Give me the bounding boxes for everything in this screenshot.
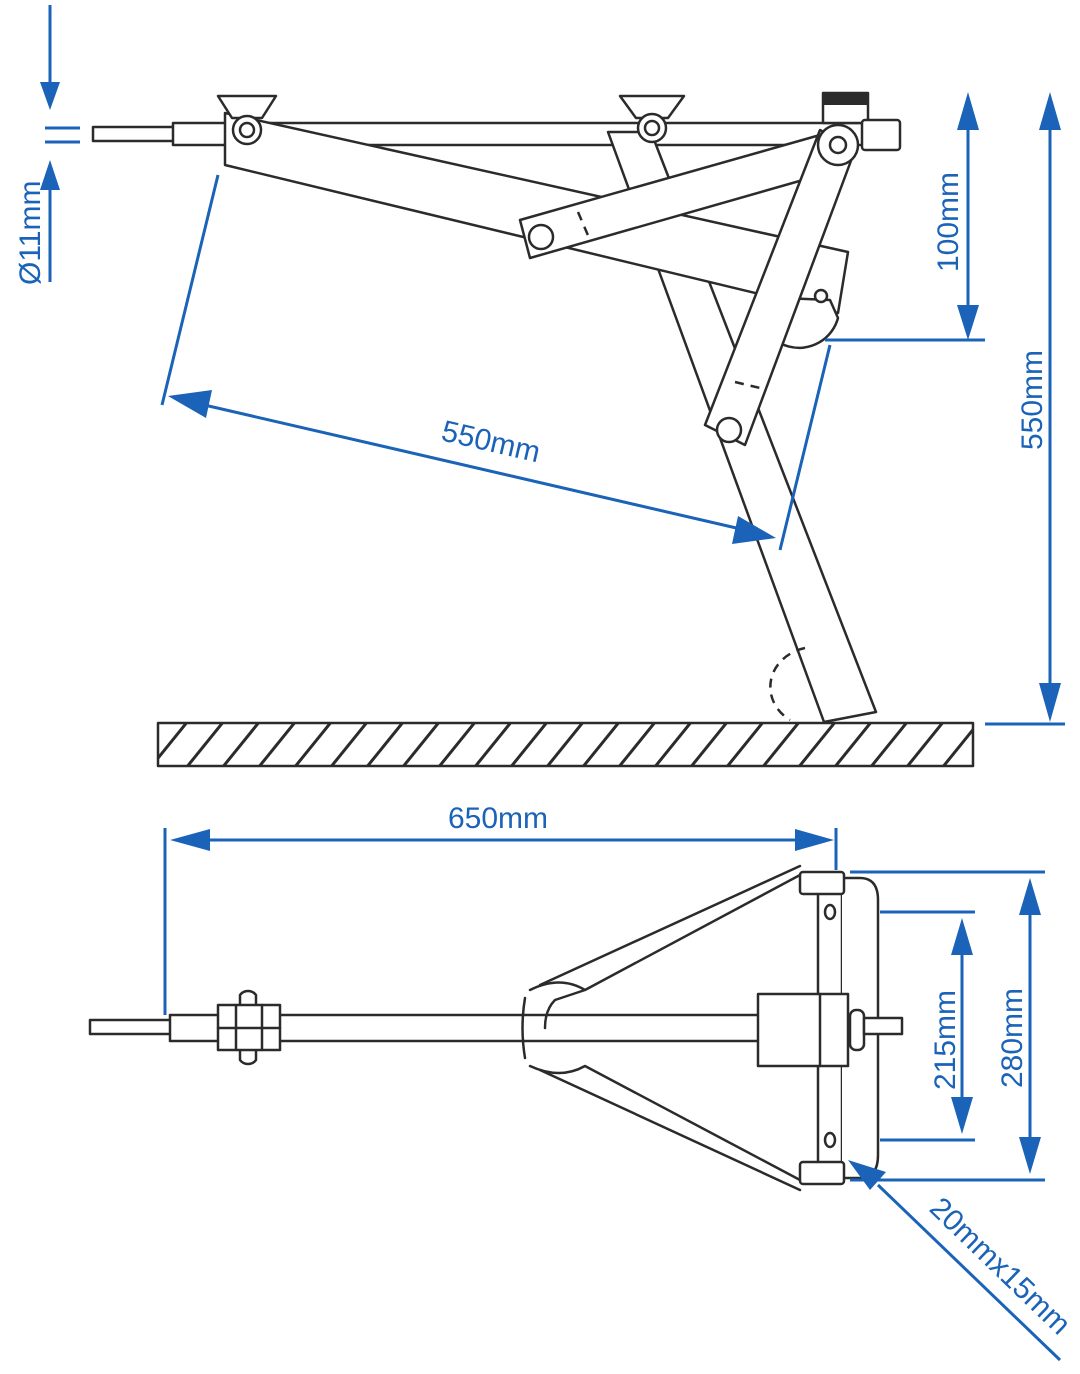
leg-pivot <box>715 416 743 444</box>
inner-width-label: 215mm <box>929 990 962 1090</box>
top-crank-shaft <box>862 1016 904 1036</box>
hatch-line <box>725 723 765 766</box>
link-arm-hidden-line <box>576 211 592 241</box>
swing-arc <box>769 646 806 722</box>
hatch-line <box>221 723 261 766</box>
aframe-upper <box>528 873 812 1030</box>
side-view-dimensions: Ø11mm 100mm 550mm 550mm <box>14 5 1065 726</box>
top-view-dimensions: 650mm 215mm 280mm 20mmx15mm <box>163 802 1077 1362</box>
hatch-line <box>581 723 621 766</box>
hatch-line <box>401 723 441 766</box>
hatch-line <box>293 723 333 766</box>
hatch-line <box>833 723 873 766</box>
crank-nut <box>860 118 902 152</box>
hatch-line <box>689 723 729 766</box>
hatch-line <box>941 727 973 766</box>
hatch-line <box>869 723 909 766</box>
right-pivot-hole <box>643 119 661 137</box>
hatch-line <box>365 723 405 766</box>
hatch-line <box>797 723 837 766</box>
link-arm-lower-hidden-line <box>734 380 761 390</box>
aframe-outline <box>538 864 802 1192</box>
outer-width-label: 280mm <box>996 988 1029 1088</box>
rod-diameter-label: Ø11mm <box>14 181 47 285</box>
hatch-line <box>473 723 513 766</box>
leg-length-label: 550mm <box>438 415 543 470</box>
foot-hole-lower <box>823 1131 837 1149</box>
foot-lower-cap <box>798 1160 846 1186</box>
link-pivot <box>527 223 555 251</box>
hatch-line <box>617 723 657 766</box>
hatch-line <box>978 721 1016 768</box>
bracket-drop-label: 100mm <box>932 172 965 272</box>
hatch-line <box>158 723 189 761</box>
hatch-line <box>257 723 297 766</box>
hatch-line <box>905 723 945 766</box>
threaded-rod <box>91 125 177 143</box>
hatch-line <box>509 723 549 766</box>
foot-hole-upper <box>823 903 837 921</box>
hatch-line <box>653 723 693 766</box>
top-crank-nut <box>848 1008 866 1052</box>
hatch-line <box>545 723 585 766</box>
foot-upper-cap <box>798 870 846 896</box>
ground-hatching <box>158 721 1016 768</box>
right-saddle <box>618 94 686 120</box>
hatch-line <box>437 723 477 766</box>
foot-pivot <box>813 288 829 304</box>
hatch-line <box>761 723 801 766</box>
overall-length-label: 650mm <box>448 802 548 835</box>
top-threaded-rod <box>88 1018 174 1036</box>
aframe-lower <box>521 996 812 1182</box>
left-saddle <box>216 94 278 120</box>
hatch-line <box>329 723 369 766</box>
top-view <box>88 864 904 1192</box>
left-pivot-hole <box>238 121 256 139</box>
hatch-line <box>185 723 225 766</box>
tube-section-label: 20mmx15mm <box>923 1191 1077 1341</box>
side-view <box>91 91 1016 768</box>
crank-pivot-hole <box>828 135 848 155</box>
top-crank-housing <box>756 992 850 1068</box>
total-height-label: 550mm <box>1016 350 1049 450</box>
crank-cap <box>823 93 868 105</box>
